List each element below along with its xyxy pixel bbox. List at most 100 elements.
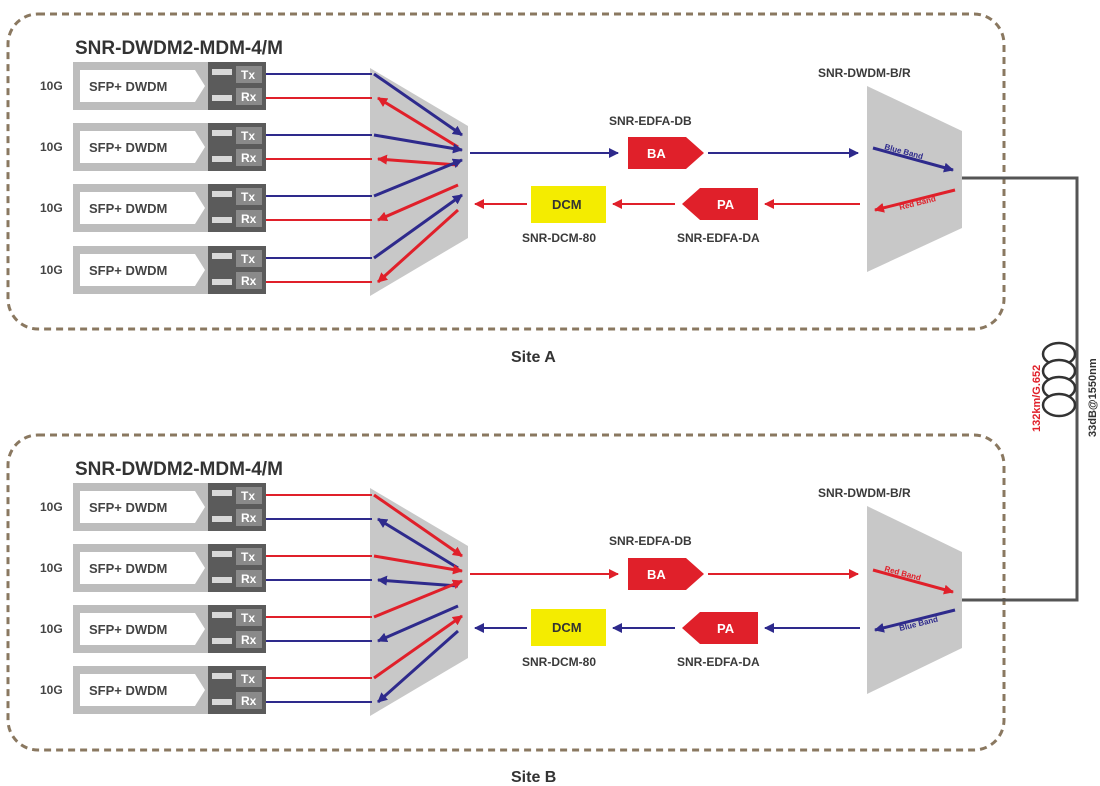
sfp-latch-icon xyxy=(212,516,232,522)
sfp-latch-icon xyxy=(212,673,232,679)
booster-amplifier-ba xyxy=(628,137,704,169)
sfp-rate-label: 10G xyxy=(40,201,63,215)
mux-in-arrow xyxy=(373,554,463,575)
edfa-db-label: SNR-EDFA-DB xyxy=(609,114,692,128)
preamplifier-pa xyxy=(682,612,758,644)
sfp-label-plate xyxy=(80,254,205,286)
sfp-rate-label: 10G xyxy=(40,683,63,697)
booster-amplifier-ba xyxy=(628,558,704,590)
mux-in-arrow xyxy=(373,158,463,198)
mux-out-arrow xyxy=(377,96,459,149)
mux-in-arrow xyxy=(373,493,463,558)
dcm-module xyxy=(531,186,606,223)
sfp-rate-label: 10G xyxy=(40,140,63,154)
sfp-label: SFP+ DWDM xyxy=(89,500,167,515)
fiber-line xyxy=(962,176,1079,602)
sfp-latch-icon xyxy=(212,191,232,197)
tx-label: Tx xyxy=(241,550,255,564)
sfp-rate-label: 10G xyxy=(40,263,63,277)
band-bottom-arrow xyxy=(874,608,956,633)
tx-port xyxy=(236,670,262,687)
rx-label: Rx xyxy=(241,90,257,104)
dcm-model-label: SNR-DCM-80 xyxy=(522,655,596,669)
sfp-label-plate xyxy=(80,491,205,523)
site-a-frame xyxy=(6,12,1006,331)
band-top-arrow xyxy=(872,146,954,173)
inter-site-fiber: 132km/G.652 33dB@1550nm xyxy=(962,176,1099,602)
rx-port xyxy=(236,509,262,526)
sfp-rate-label: 10G xyxy=(40,500,63,514)
mux-out-arrow xyxy=(377,183,459,222)
rx-port xyxy=(236,210,262,227)
sfp-rate-label: 10G xyxy=(40,79,63,93)
sfp-latch-icon xyxy=(212,699,232,705)
sfp-latch-icon xyxy=(212,130,232,136)
band-bottom-arrow xyxy=(874,188,956,213)
sfp-label-plate xyxy=(80,131,205,163)
fiber-loss-label: 33dB@1550nm xyxy=(1087,358,1099,437)
mux-out-arrow xyxy=(377,629,459,704)
rx-port xyxy=(236,272,262,289)
site-b: BA SNR-EDFA-DB PA SNR-EDFA-DA DCM SNR-DC… xyxy=(370,486,962,716)
sfp-latch-icon xyxy=(212,279,232,285)
rx-label: Rx xyxy=(241,274,257,288)
sfp-latch-icon xyxy=(212,69,232,75)
edfa-da-label: SNR-EDFA-DA xyxy=(677,655,760,669)
pa-label: PA xyxy=(717,621,735,636)
mux-in-arrow xyxy=(373,579,463,619)
rx-port xyxy=(236,88,262,105)
tx-port xyxy=(236,487,262,504)
tx-label: Tx xyxy=(241,611,255,625)
ba-label: BA xyxy=(647,146,666,161)
sfp-latch-icon xyxy=(212,156,232,162)
site-a-title: SNR-DWDM2-MDM-4/M xyxy=(75,38,283,59)
tx-port xyxy=(236,66,262,83)
sfp-label-plate xyxy=(80,70,205,102)
sfp-label: SFP+ DWDM xyxy=(89,201,167,216)
ba-label: BA xyxy=(647,567,666,582)
site-a: BA SNR-EDFA-DB PA SNR-EDFA-DA DCM SNR-DC… xyxy=(370,66,962,296)
rx-port xyxy=(236,631,262,648)
mux-out-arrow xyxy=(377,517,459,570)
sfp-latch-icon xyxy=(212,577,232,583)
mux-out-arrow xyxy=(376,208,460,284)
sfp-latch-icon xyxy=(212,551,232,557)
sfp-latch-icon xyxy=(212,253,232,259)
edfa-da-label: SNR-EDFA-DA xyxy=(677,231,760,245)
band-top-arrow xyxy=(872,568,954,595)
rx-label: Rx xyxy=(241,633,257,647)
sfp-label: SFP+ DWDM xyxy=(89,622,167,637)
sfp-label: SFP+ DWDM xyxy=(89,79,167,94)
edfa-db-label: SNR-EDFA-DB xyxy=(609,534,692,548)
tx-port xyxy=(236,188,262,205)
band-filter-label: SNR-DWDM-B/R xyxy=(818,66,911,80)
band-filter xyxy=(867,86,962,272)
tx-label: Tx xyxy=(241,68,255,82)
sfp-latch-icon xyxy=(212,490,232,496)
site-a-caption: Site A xyxy=(511,349,556,366)
mux-out-arrow xyxy=(377,604,459,643)
sfp-rate-label: 10G xyxy=(40,561,63,575)
dcm-label: DCM xyxy=(552,620,582,635)
site-b-frame xyxy=(6,433,1006,752)
sfp-label-plate xyxy=(80,613,205,645)
band-filter-label: SNR-DWDM-B/R xyxy=(818,486,911,500)
rx-port xyxy=(236,149,262,166)
rx-port xyxy=(236,692,262,709)
sfp-label: SFP+ DWDM xyxy=(89,263,167,278)
dcm-module xyxy=(531,609,606,646)
dcm-model-label: SNR-DCM-80 xyxy=(522,231,596,245)
sfp-latch-icon xyxy=(212,95,232,101)
dcm-label: DCM xyxy=(552,197,582,212)
pa-label: PA xyxy=(717,197,735,212)
fiber-length-label: 132km/G.652 xyxy=(1031,365,1043,432)
rx-label: Rx xyxy=(241,694,257,708)
site-b-caption: Site B xyxy=(511,769,556,786)
